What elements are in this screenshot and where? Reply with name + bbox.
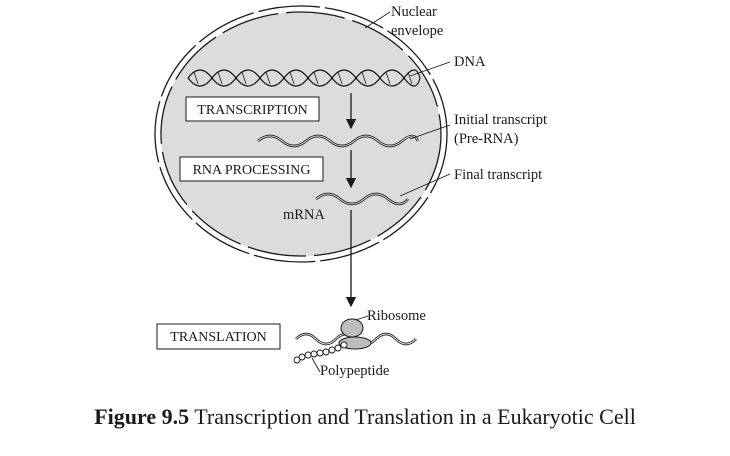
label-polypeptide: Polypeptide	[320, 363, 389, 379]
step-transcription-label: TRANSCRIPTION	[197, 103, 307, 118]
figure-caption: Figure 9.5 Transcription and Translation…	[0, 404, 730, 430]
label-final-transcript: Final transcript	[454, 167, 542, 183]
step-transcription: TRANSCRIPTION	[185, 96, 320, 122]
label-mrna: mRNA	[283, 207, 325, 223]
label-ribosome: Ribosome	[367, 308, 426, 324]
nuclear-envelope-inner	[160, 11, 442, 257]
label-initial-transcript: Initial transcript (Pre-RNA)	[454, 112, 551, 147]
step-rna-processing: RNA PROCESSING	[179, 156, 324, 182]
dna-helix	[187, 69, 421, 87]
leader-lines	[311, 11, 451, 373]
nuclear-envelope-outer	[154, 5, 448, 263]
diagram: TRANSCRIPTION RNA PROCESSING TRANSLATION…	[154, 4, 551, 379]
polypeptide-chain	[293, 341, 348, 364]
figure-caption-text: Transcription and Translation in a Eukar…	[194, 404, 636, 429]
step-translation-label: TRANSLATION	[170, 330, 266, 345]
label-nuclear-envelope: Nuclear envelope	[391, 4, 443, 39]
step-rna-processing-label: RNA PROCESSING	[193, 163, 311, 178]
label-dna: DNA	[454, 54, 486, 70]
step-translation: TRANSLATION	[156, 323, 281, 350]
nucleus	[154, 5, 448, 263]
figure-number: Figure 9.5	[94, 404, 190, 429]
